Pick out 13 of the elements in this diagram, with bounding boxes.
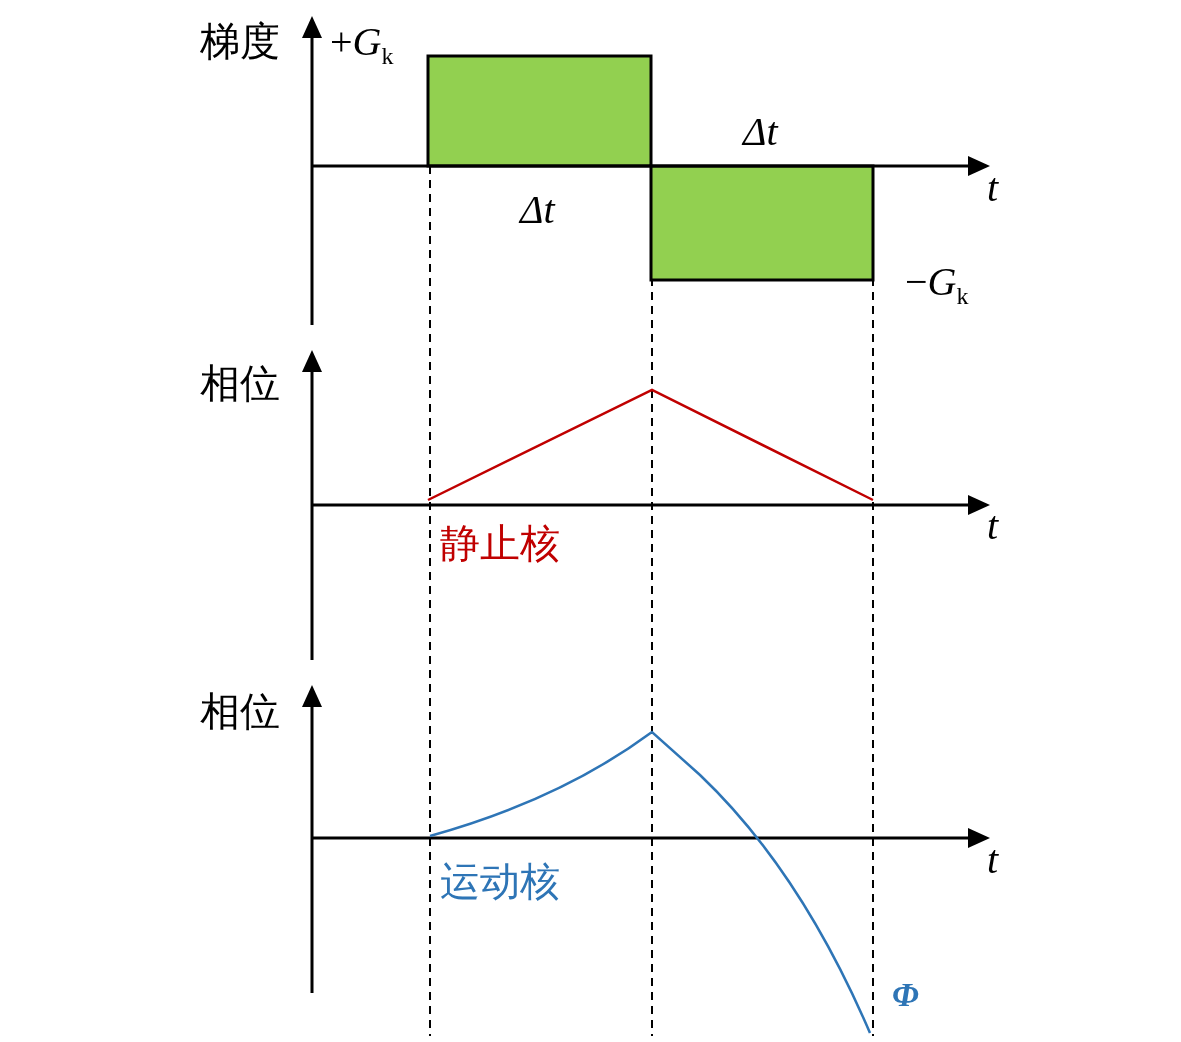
curve-label: 运动核 (440, 862, 560, 902)
duration-label: Δt (743, 112, 778, 152)
curve-label: Φ (892, 978, 919, 1012)
axis-label: 梯度 (200, 22, 280, 62)
amplitude-label: −G$_{k}$ (905, 262, 969, 308)
axis-label: 相位 (200, 364, 280, 404)
axis-label: t (987, 506, 999, 546)
duration-label: Δt (520, 190, 555, 230)
amplitude-label: +G$_{k}$ (330, 22, 394, 68)
axis-label: 相位 (200, 692, 280, 732)
curve-label: 静止核 (440, 524, 560, 564)
axis-label: t (987, 168, 999, 208)
axis-label: t (987, 840, 999, 880)
